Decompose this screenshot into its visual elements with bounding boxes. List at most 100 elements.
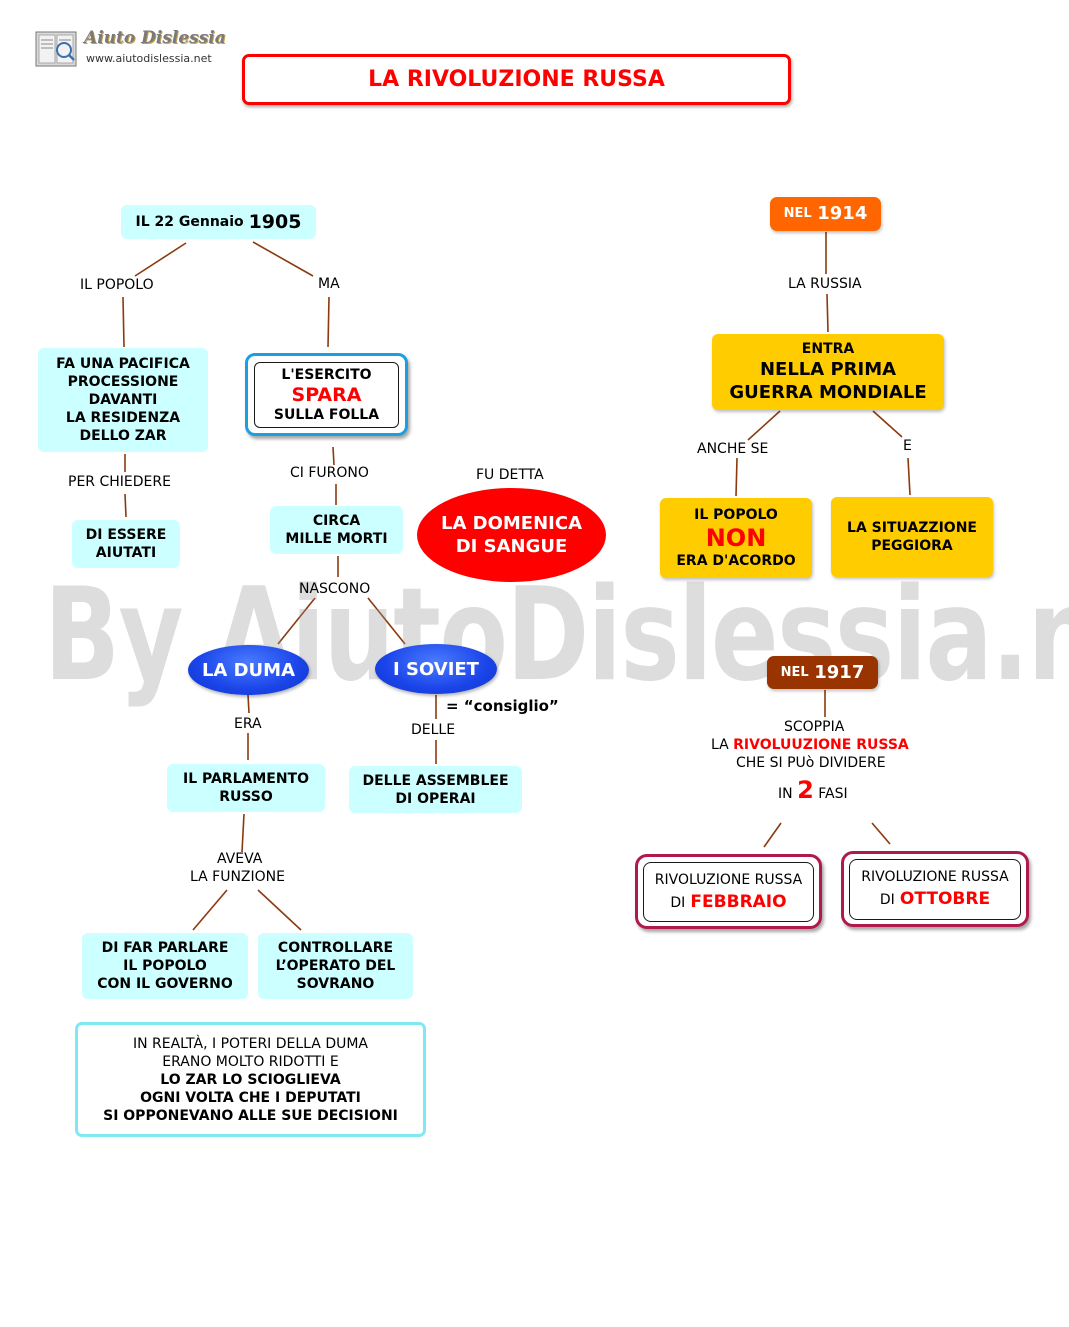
situation-line: LA SITUAZZIONE [847, 520, 977, 536]
function-b-box: CONTROLLARE L’OPERATO DEL SOVRANO [258, 933, 413, 999]
link-e: E [903, 438, 912, 454]
parliament-line: IL PARLAMENTO [182, 771, 309, 787]
february-name: FEBBRAIO [690, 891, 787, 912]
link-aveva: AVEVA [217, 851, 263, 867]
assemblies-line: DELLE ASSEMBLEE [362, 772, 509, 789]
page-title: LA RIVOLUZIONE RUSSA [242, 54, 791, 105]
phases-label: IN 2 FASI [778, 776, 848, 804]
war-box: ENTRA NELLA PRIMA GUERRA MONDIALE [712, 334, 944, 410]
link-ma: MA [318, 276, 340, 292]
procession-line: FA UNA PACIFICA [56, 356, 190, 372]
situation-line: PEGGIORA [871, 538, 953, 554]
soviet-label: I SOVIET [393, 658, 479, 680]
procession-line: DAVANTI [88, 392, 158, 408]
link-ci-furono: CI FURONO [290, 465, 369, 481]
date-year: 1905 [248, 211, 302, 233]
procession-line: DELLO ZAR [79, 428, 167, 444]
war-line-2: NELLA PRIMA [759, 359, 897, 380]
note-line: LO ZAR LO SCIOGLIEVA [160, 1071, 341, 1088]
link-delle: DELLE [411, 722, 456, 738]
nel-1914-prefix: NEL [783, 206, 812, 221]
link-anche-se: ANCHE SE [697, 441, 769, 457]
logo-name: Aiuto Dislessia [84, 28, 226, 48]
army-line-2: SPARA [291, 383, 362, 406]
phases-num: 2 [797, 776, 814, 804]
function-b-line: L’OPERATO DEL [275, 958, 396, 974]
war-line-3: GUERRA MONDIALE [729, 382, 927, 403]
phases-word: FASI [818, 786, 848, 802]
phases-in: IN [778, 786, 793, 802]
help-line: AIUTATI [95, 545, 157, 561]
bloody-sunday-line: DI SANGUE [455, 536, 568, 557]
function-a-line: CON IL GOVERNO [97, 976, 233, 992]
note-line: OGNI VOLTA CHE I DEPUTATI [140, 1089, 361, 1106]
nel-1914-year: 1914 [817, 203, 868, 224]
link-nascono: NASCONO [299, 581, 371, 597]
revolution-prefix: LA [711, 737, 729, 753]
book-icon [35, 31, 77, 67]
duma-label: LA DUMA [201, 659, 296, 681]
february-box: RIVOLUZIONE RUSSA DI FEBBRAIO [635, 854, 822, 929]
procession-box: FA UNA PACIFICA PROCESSIONE DAVANTI LA R… [38, 348, 208, 452]
duma-oval: LA DUMA [188, 645, 309, 695]
february-inner: RIVOLUZIONE RUSSA DI FEBBRAIO [643, 861, 814, 922]
people-disagree-box: IL POPOLO NON ERA D'ACORDO [660, 498, 812, 578]
revolution-label: LA RIVOLUUZIONE RUSSA [711, 737, 909, 753]
bloody-sunday-oval: LA DOMENICA DI SANGUE [417, 488, 606, 582]
scoppia-label: SCOPPIA [784, 719, 845, 735]
october-line-2: DI OTTOBRE [880, 888, 990, 911]
october-name: OTTOBRE [899, 889, 991, 909]
bloody-sunday-line: LA DOMENICA [440, 513, 583, 534]
logo[interactable]: Aiuto Dislessia www.aiutodislessia.net [34, 28, 226, 72]
situation-box: LA SITUAZZIONE PEGGIORA [831, 497, 993, 577]
date-prefix: IL 22 Gennaio [135, 214, 244, 230]
october-inner: RIVOLUZIONE RUSSA DI OTTOBRE [849, 858, 1021, 920]
deaths-line: CIRCA [312, 513, 361, 529]
february-line-1: RIVOLUZIONE RUSSA [654, 871, 803, 888]
link-la-russia: LA RUSSIA [788, 276, 862, 292]
soviet-meaning: = “consiglio” [446, 697, 559, 715]
procession-line: PROCESSIONE [67, 374, 179, 390]
february-di: DI [670, 894, 686, 911]
deaths-line: MILLE MORTI [285, 531, 388, 547]
link-era: ERA [234, 716, 262, 732]
army-inner: L'ESERCITO SPARA SULLA FOLLA [254, 361, 399, 428]
function-b-line: SOVRANO [296, 976, 375, 992]
page-title-text: LA RIVOLUZIONE RUSSA [368, 66, 665, 92]
october-line-1: RIVOLUZIONE RUSSA [861, 869, 1009, 885]
people-line-1: IL POPOLO [694, 507, 778, 523]
war-line-1: ENTRA [801, 341, 855, 357]
soviet-oval: I SOVIET [375, 644, 497, 694]
deaths-box: CIRCA MILLE MORTI [270, 506, 403, 554]
duma-note-box: IN REALTÀ, I POTERI DELLA DUMA ERANO MOL… [75, 1022, 426, 1137]
help-box: DI ESSERE AIUTATI [72, 520, 180, 568]
link-per-chiedere: PER CHIEDERE [68, 474, 171, 490]
link-la-funzione: LA FUNZIONE [190, 869, 285, 885]
function-b-line: CONTROLLARE [277, 940, 394, 956]
note-line: IN REALTÀ, I POTERI DELLA DUMA [132, 1035, 369, 1052]
divide-label: CHE SI PUò DIVIDERE [736, 755, 886, 771]
nel-1914-box: NEL 1914 [770, 197, 881, 231]
nel-1917-year: 1917 [814, 661, 865, 683]
note-line: SI OPPONEVANO ALLE SUE DECISIONI [103, 1107, 398, 1124]
people-line-2: NON [705, 524, 767, 552]
function-a-line: DI FAR PARLARE [101, 940, 229, 956]
nel-1917-box: NEL 1917 [767, 656, 878, 689]
parliament-box: IL PARLAMENTO RUSSO [167, 764, 325, 812]
october-box: RIVOLUZIONE RUSSA DI OTTOBRE [841, 851, 1029, 927]
february-line-2: DI FEBBRAIO [670, 891, 786, 914]
note-line: ERANO MOLTO RIDOTTI E [162, 1053, 339, 1070]
people-line-3: ERA D'ACORDO [676, 553, 796, 569]
logo-url: www.aiutodislessia.net [86, 52, 212, 65]
army-line-3: SULLA FOLLA [273, 406, 380, 423]
link-il-popolo: IL POPOLO [80, 277, 154, 293]
assemblies-box: DELLE ASSEMBLEE DI OPERAI [349, 766, 522, 813]
procession-line: LA RESIDENZA [65, 410, 181, 426]
army-line-1: L'ESERCITO [281, 366, 372, 383]
date-1905-box: IL 22 Gennaio 1905 [121, 205, 316, 239]
help-line: DI ESSERE [85, 527, 167, 543]
october-di: DI [879, 892, 895, 908]
function-a-line: IL POPOLO [123, 958, 207, 974]
parliament-line: RUSSO [219, 789, 273, 805]
